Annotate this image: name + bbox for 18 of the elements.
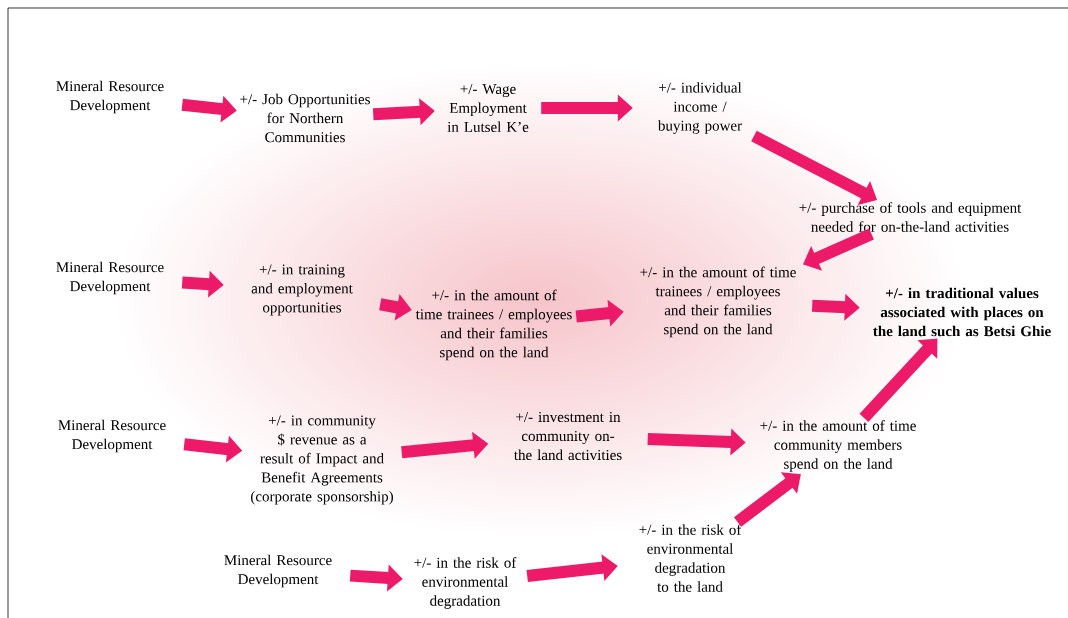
text-label: +/- in the risk of environmental degradation to the land (639, 524, 742, 592)
text-label: +/- Job Opportunities for Northern Communities (240, 93, 370, 143)
text-label: +/- in the amount of time trainees / employees and their families spend on the land (415, 289, 572, 361)
text-label: +/- investment in community on-the land activities (514, 411, 622, 460)
text-label: +/- in traditional values associated with places on the land such as Betsi Ghie (873, 287, 1051, 337)
text-label: +/- in training and employment opportunities (251, 264, 353, 316)
text-label: +/- in the amount of time trainees / employees and their families spend on the land (640, 266, 796, 338)
text-label: +/- Wage Employment in Lutsel K’e (447, 84, 529, 132)
text-label: +/- individual income / buying power (657, 82, 742, 134)
text-label: +/- in the amount of time community members spend on the land (760, 420, 916, 472)
text-label: Mineral Resource Development (58, 419, 166, 453)
block-arrow (859, 338, 938, 422)
text-label: +/- in community $ revenue as a result of Impact and Benefit Agreements (corporate sponsorship) (251, 415, 393, 505)
text-label: Mineral Resource Development (56, 80, 164, 114)
block-arrow (733, 472, 801, 527)
text-label: Mineral Resource Development (224, 554, 332, 588)
text-label: +/- in the risk of environmental degradation (414, 557, 517, 609)
text-label: Mineral Resource Development (56, 261, 164, 295)
